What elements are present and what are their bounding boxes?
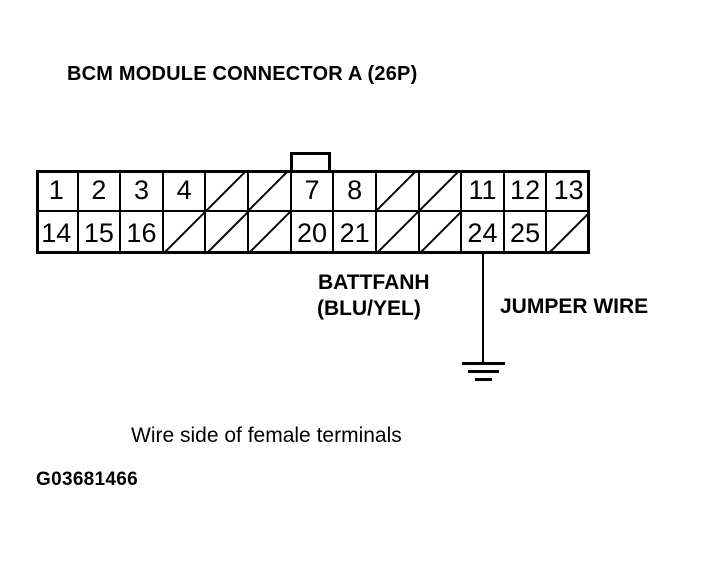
terminal-cell-blank [164,212,207,254]
terminal-cell-blank [376,170,420,212]
jumper-wire-label: JUMPER WIRE [500,295,649,318]
terminal-cell-blank [419,170,463,212]
terminal-cell-blank [547,212,590,254]
wire-color-label: (BLU/YEL) [317,297,421,320]
terminal-cell-blank [249,170,292,212]
terminal-cell-blank [377,212,420,254]
terminal-cell-3: 3 [121,170,164,212]
terminal-cell-blank [206,212,250,254]
ground-symbol-bar-2 [468,370,499,373]
terminal-cell-7: 7 [291,170,335,212]
terminal-cell-21: 21 [334,212,377,254]
figure-code: G03681466 [36,469,139,490]
terminal-cell-blank [420,212,463,254]
terminal-cell-20: 20 [292,212,335,254]
terminal-cell-24: 24 [462,212,505,254]
jumper-wire-line [482,254,484,363]
terminal-cell-13: 13 [547,170,590,212]
circuit-name-label: BATTFANH [318,271,430,294]
terminal-cell-25: 25 [505,212,548,254]
terminal-cell-blank [249,212,292,254]
terminal-cell-8: 8 [334,170,377,212]
terminal-cell-2: 2 [78,170,122,212]
ground-symbol-bar-3 [475,378,492,381]
terminal-cell-16: 16 [121,212,164,254]
connector-keying-tab-icon [290,152,331,172]
terminal-cell-14: 14 [36,212,79,254]
terminal-cell-4: 4 [163,170,207,212]
terminal-cell-15: 15 [79,212,122,254]
terminal-cell-1: 1 [36,170,79,212]
terminal-cell-12: 12 [504,170,548,212]
ground-symbol-icon [462,362,505,365]
terminal-cell-11: 11 [462,170,505,212]
diagram-caption: Wire side of female terminals [131,424,402,447]
page-title: BCM MODULE CONNECTOR A (26P) [67,63,418,85]
terminal-cell-blank [206,170,250,212]
